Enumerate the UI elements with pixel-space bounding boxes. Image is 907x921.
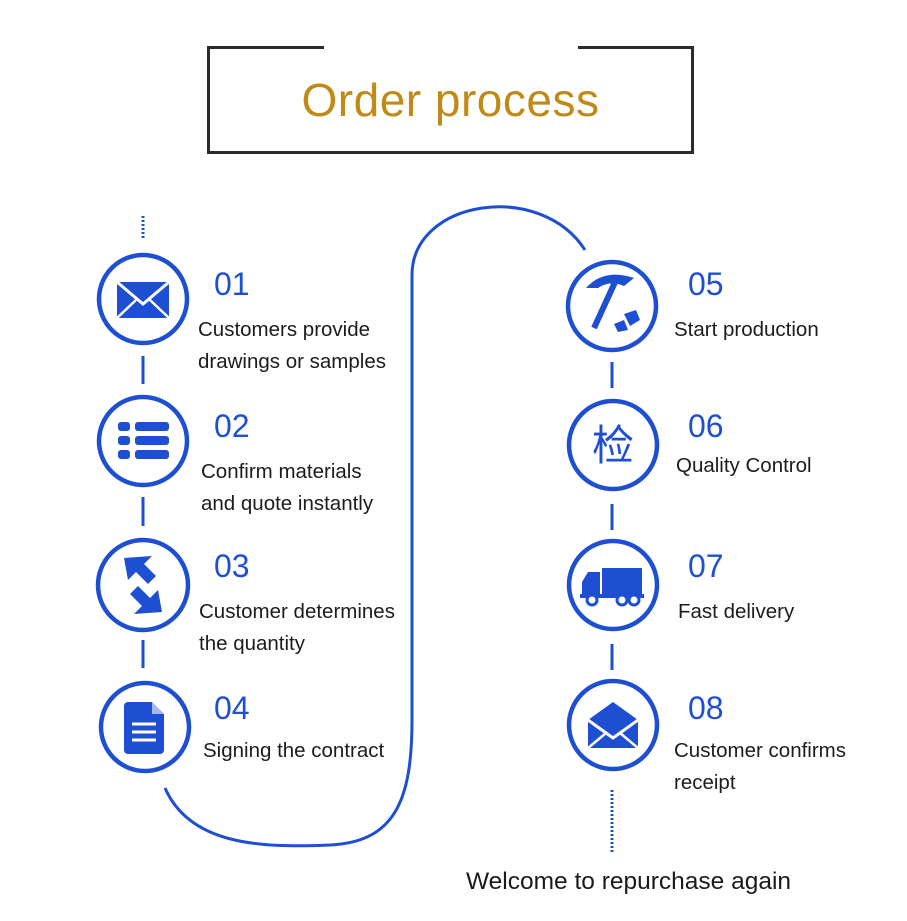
step-01-line-1: Customers provide: [198, 318, 371, 341]
page-title: Order process: [301, 74, 600, 126]
step-06-line-1: Quality Control: [676, 454, 812, 477]
step-05-number: 05: [688, 266, 724, 302]
step-01-number: 01: [214, 266, 250, 302]
inspection-glyph: 检: [592, 421, 634, 470]
exchange-arrows-icon: [95, 537, 191, 633]
truck-icon: [566, 538, 660, 632]
step-07-number: 07: [688, 548, 724, 584]
step-06-label: Quality Control: [676, 450, 812, 482]
step-03-line-1: Customer determines: [199, 600, 395, 623]
step-05-line-1: Start production: [674, 318, 819, 341]
step-04-line-1: Signing the contract: [203, 739, 385, 762]
step-04-number: 04: [214, 690, 250, 726]
step-03-number: 03: [214, 548, 250, 584]
step-02-label: Confirm materials and quote instantly: [201, 456, 373, 520]
document-icon: [98, 680, 192, 774]
inspection-character-icon: 检: [566, 398, 660, 492]
open-envelope-icon: [566, 678, 660, 772]
step-01-line-2: drawings or samples: [198, 350, 386, 373]
step-04-label: Signing the contract: [203, 735, 384, 767]
step-03-line-2: the quantity: [199, 632, 305, 655]
step-02-number: 02: [214, 408, 250, 444]
envelope-icon: [96, 252, 190, 346]
footer-message: Welcome to repurchase again: [466, 868, 792, 895]
step-07-line-1: Fast delivery: [678, 600, 795, 623]
step-08-line-2: receipt: [674, 771, 736, 794]
step-02-line-2: and quote instantly: [201, 492, 374, 515]
step-08-label: Customer confirms receipt: [674, 735, 846, 799]
step-01-label: Customers provide drawings or samples: [198, 314, 386, 378]
step-07-label: Fast delivery: [678, 596, 794, 628]
connector-04-05: [163, 205, 587, 848]
title-frame: Order process: [207, 46, 694, 154]
title-frame-border: [207, 46, 694, 154]
step-08-line-1: Customer confirms: [674, 739, 847, 762]
step-02-line-1: Confirm materials: [201, 460, 362, 483]
list-icon: [96, 394, 190, 488]
step-06-number: 06: [688, 408, 724, 444]
step-08-number: 08: [688, 690, 724, 726]
step-03-label: Customer determines the quantity: [199, 596, 395, 660]
step-05-label: Start production: [674, 314, 819, 346]
pickaxe-icon: [565, 259, 659, 353]
